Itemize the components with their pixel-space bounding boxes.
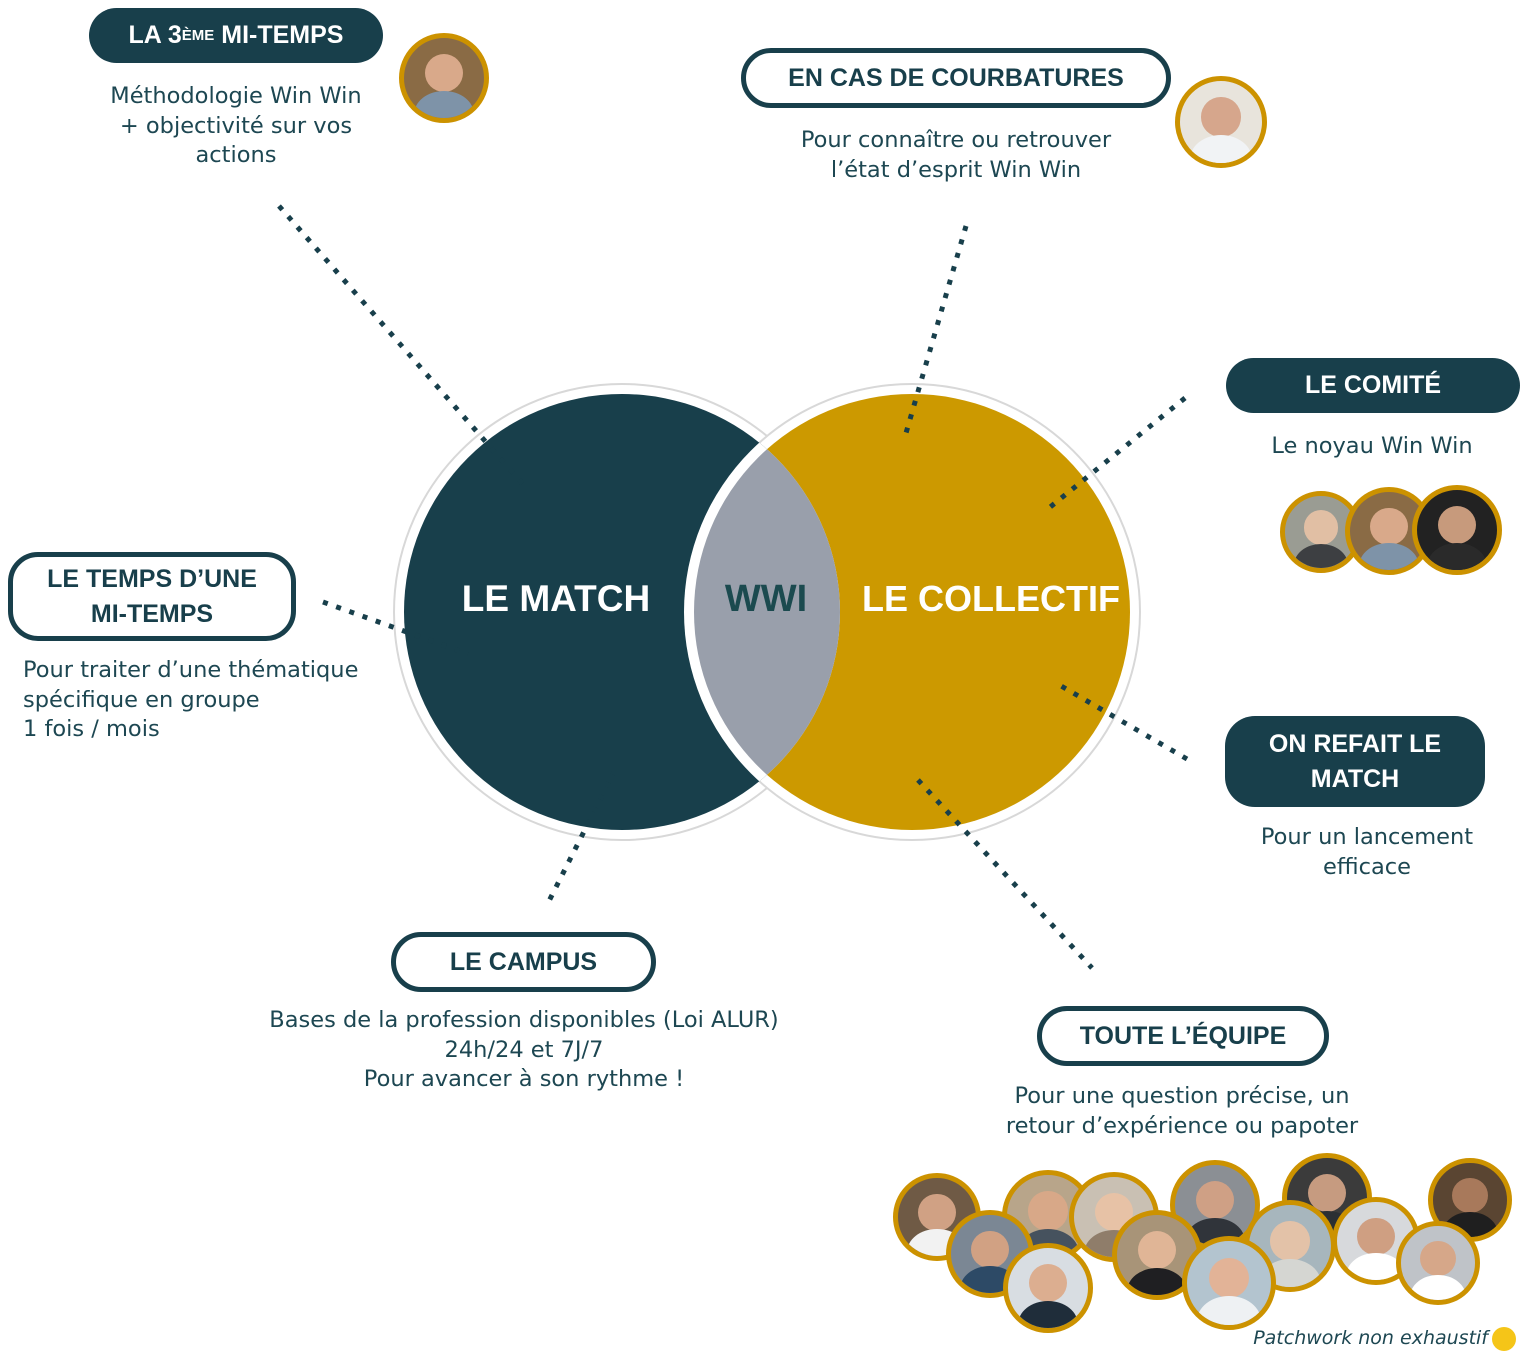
temps-mi-temps-title: LE TEMPS D’UNE MI-TEMPS [8, 552, 296, 641]
title-prefix: LA 3 [128, 21, 182, 49]
equipe-title: TOUTE L’ÉQUIPE [1037, 1006, 1329, 1066]
portrait-photo [1003, 1243, 1093, 1333]
connector-temps [322, 599, 469, 657]
portrait-photo [1175, 76, 1267, 168]
desc-line: Pour connaître ou retrouver [800, 127, 1112, 153]
portrait-photo [1396, 1221, 1480, 1305]
desc-line: Pour un lancement [1260, 824, 1474, 850]
title-line: MI-TEMPS [90, 599, 214, 628]
troisieme-mi-temps-description: Méthodologie Win Win + objectivité sur v… [86, 82, 386, 171]
overlap-label: WWI [725, 578, 807, 620]
refait-match-title: ON REFAIT LE MATCH [1225, 716, 1485, 807]
portrait-photo [1182, 1236, 1276, 1330]
right-circle-label: LE COLLECTIF [862, 578, 1120, 619]
footnote: Patchwork non exhaustif [1253, 1327, 1488, 1349]
title-superscript: ÈME [181, 27, 215, 44]
campus-title: LE CAMPUS [391, 932, 656, 992]
connector-refait [1054, 680, 1189, 762]
connector-courbatures [901, 225, 969, 441]
refait-match-description: Pour un lancement efficace [1217, 823, 1517, 882]
desc-line: Bases de la profession disponibles (Loi … [269, 1007, 779, 1033]
portrait-photo [1345, 487, 1433, 575]
equipe-description: Pour une question précise, un retour d’e… [972, 1082, 1392, 1141]
courbatures-title: EN CAS DE COURBATURES [741, 48, 1171, 108]
desc-line: + objectivité sur vos [119, 112, 353, 139]
courbatures-description: Pour connaître ou retrouver l’état d’esp… [756, 126, 1156, 185]
desc-line: actions [195, 142, 277, 168]
left-circle-label: LE MATCH [462, 578, 650, 619]
desc-line: Pour avancer à son rythme ! [363, 1066, 685, 1092]
connector-equipe [916, 778, 1094, 970]
desc-line: 1 fois / mois [23, 716, 160, 742]
smiling-face-icon [1492, 1327, 1516, 1351]
desc-line: retour d’expérience ou papoter [1005, 1112, 1359, 1139]
connector-comite [1042, 396, 1187, 514]
connector-campus [545, 768, 618, 905]
comite-description: Le noyau Win Win [1222, 432, 1522, 462]
comite-title: LE COMITÉ [1226, 358, 1520, 413]
overlap-lens [694, 394, 840, 830]
desc-line: Pour traiter d’une thématique [23, 657, 359, 683]
desc-line: l’état d’esprit Win Win [830, 156, 1082, 183]
title-line: ON REFAIT LE [1268, 729, 1442, 758]
desc-line: Le noyau Win Win [1271, 433, 1473, 459]
desc-line: efficace [1323, 853, 1411, 880]
desc-line: 24h/24 et 7J/7 [444, 1036, 604, 1063]
desc-line: Méthodologie Win Win [110, 83, 362, 109]
portrait-photo [399, 33, 489, 123]
title-suffix: MI-TEMPS [214, 21, 344, 49]
title-line: MATCH [1310, 764, 1400, 793]
portrait-photo [1112, 1210, 1202, 1300]
desc-line: Pour une question précise, un [1014, 1083, 1350, 1109]
desc-line: spécifique en groupe [23, 686, 260, 713]
campus-description: Bases de la profession disponibles (Loi … [224, 1006, 824, 1095]
portrait-photo [1412, 485, 1502, 575]
title-line: LE TEMPS D’UNE [47, 564, 257, 593]
temps-mi-temps-description: Pour traiter d’une thématique spécifique… [23, 656, 393, 745]
